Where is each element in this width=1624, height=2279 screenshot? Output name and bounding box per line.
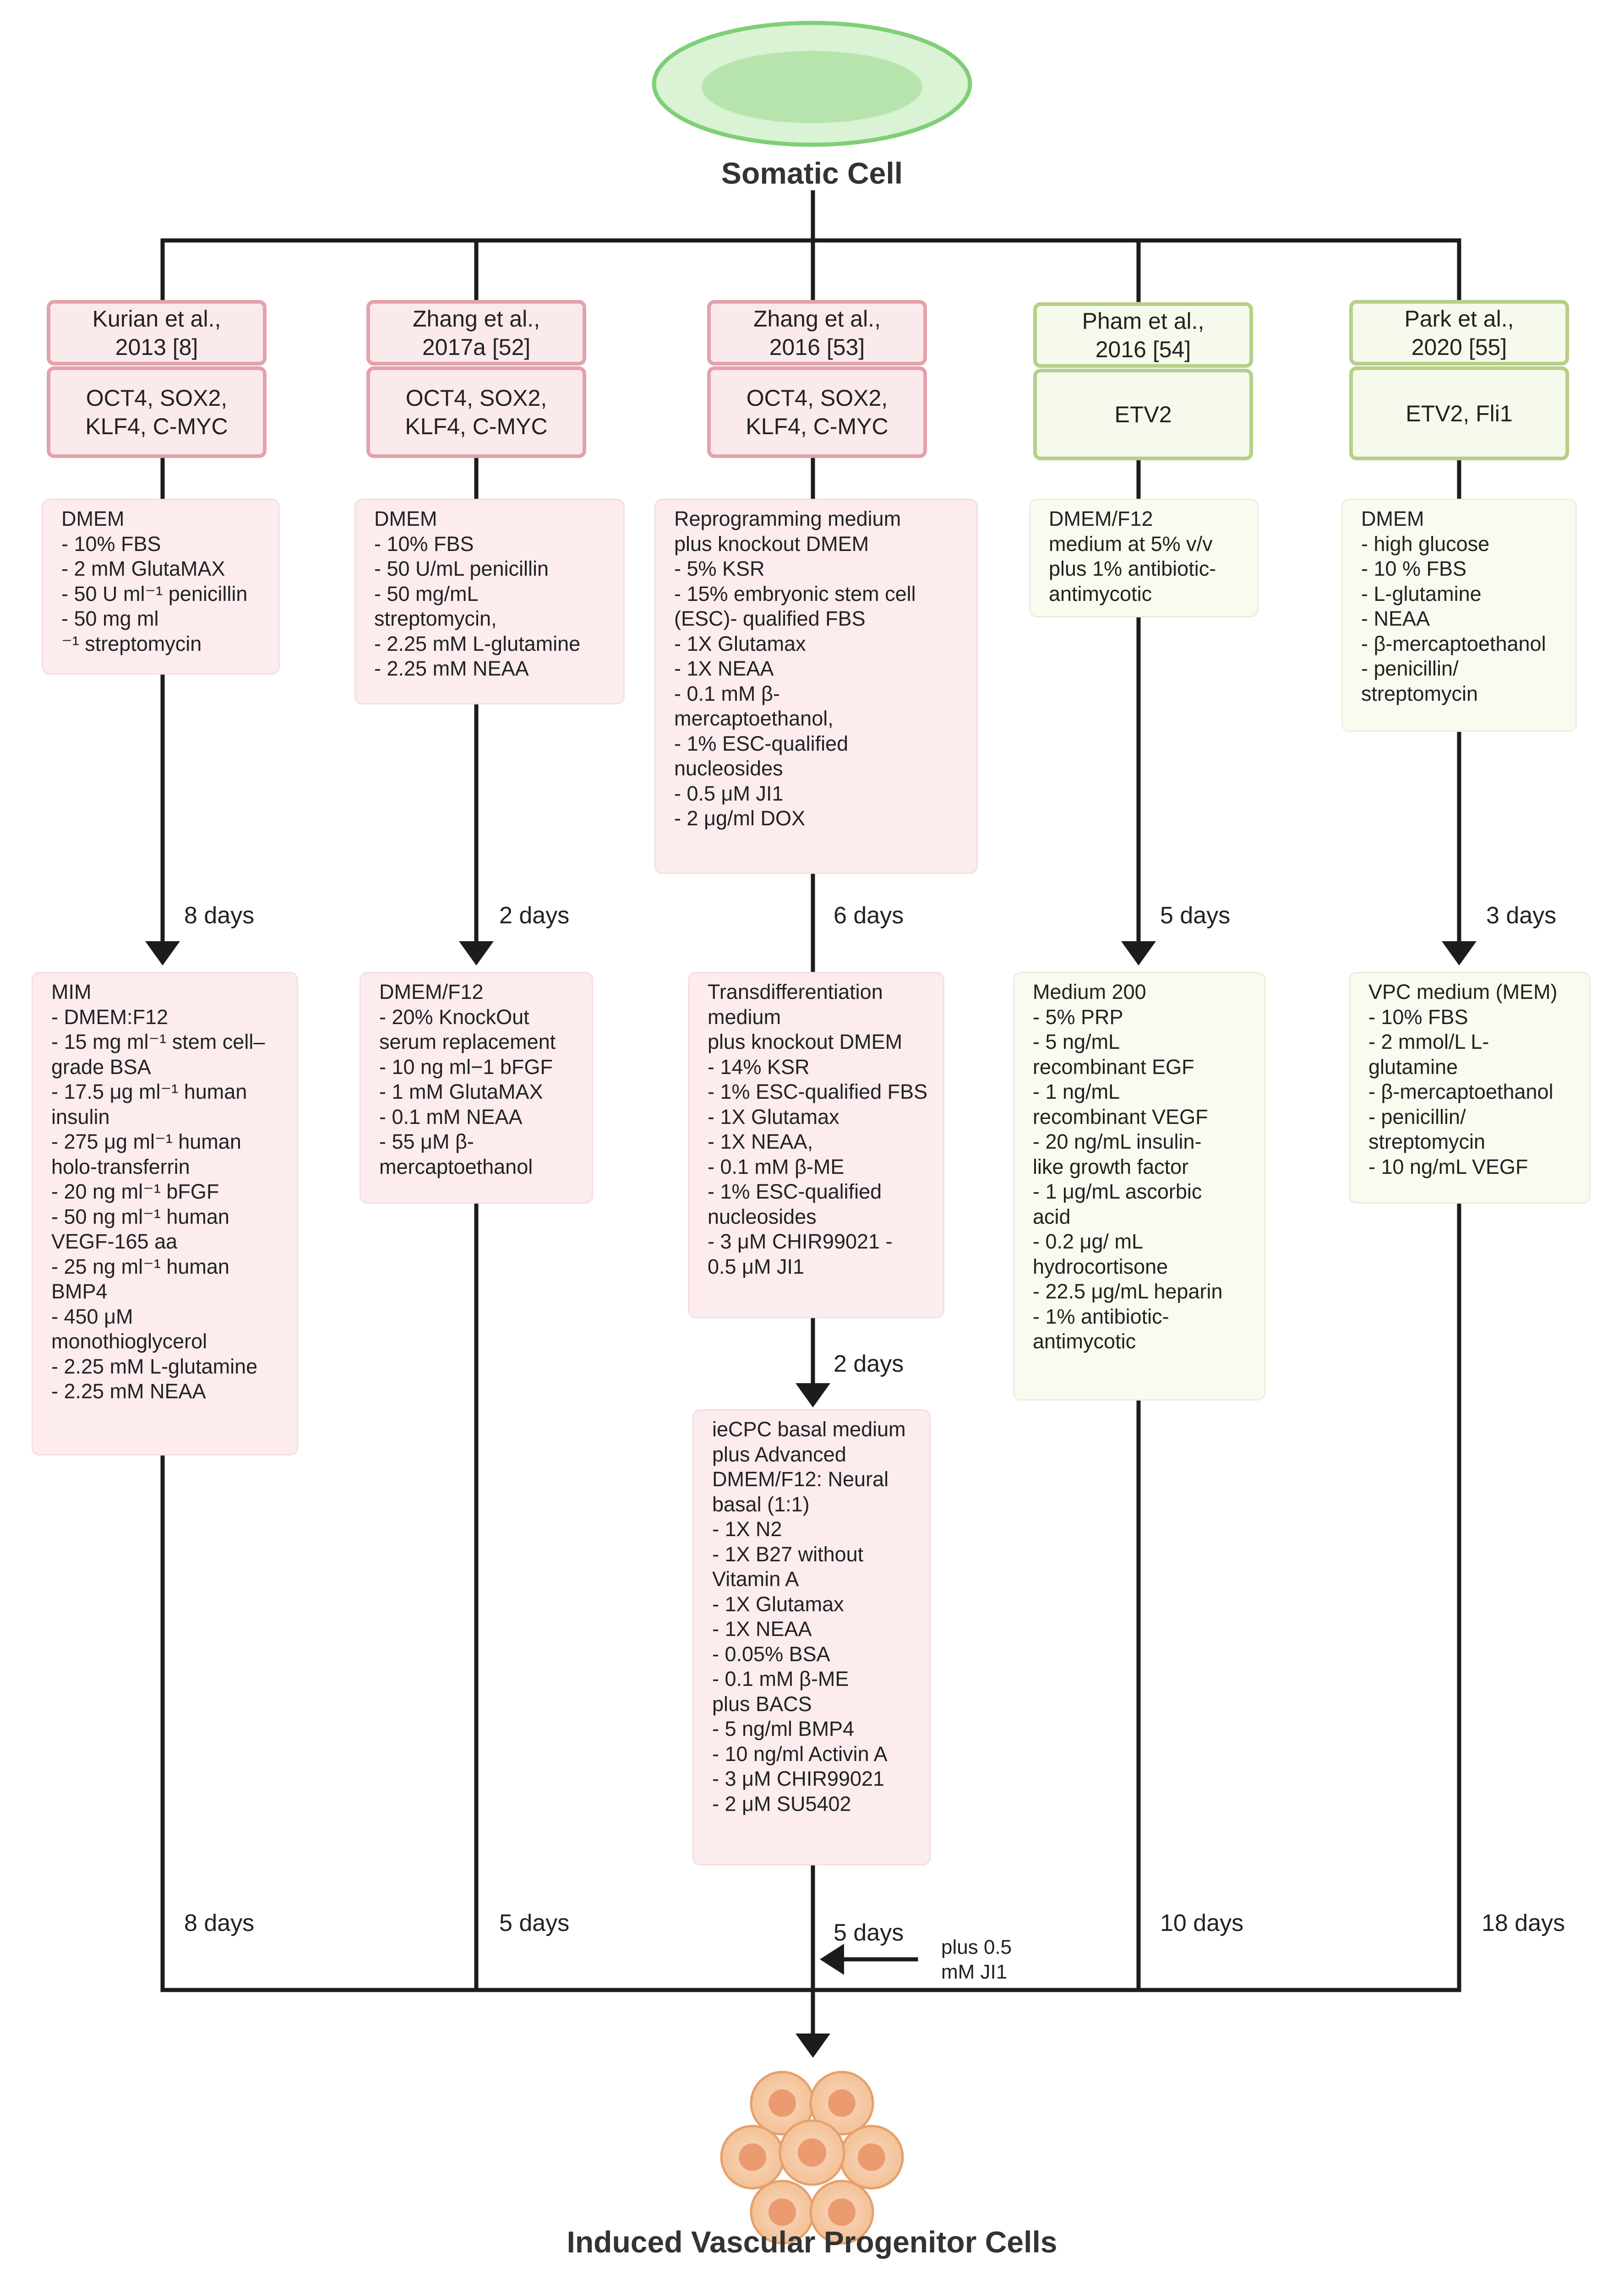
duration-zhang-2016-stage3: 5 days — [834, 1919, 904, 1946]
medium-zhang-2016-reprogramming: Reprogramming medium plus knockout DMEM … — [656, 500, 976, 872]
citation-park-2020: Park et al., 2020 [55] — [1349, 300, 1569, 365]
duration-kurian-stage1: 8 days — [184, 902, 255, 929]
duration-zhang-2017a-stage1: 2 days — [499, 902, 570, 929]
medium-park-stage1: DMEM - high glucose - 10 % FBS - L-gluta… — [1343, 500, 1575, 731]
duration-zhang-2017a-stage2: 5 days — [499, 1910, 570, 1936]
duration-park-stage2: 18 days — [1482, 1910, 1565, 1936]
citation-kurian-2013: Kurian et al., 2013 [8] — [47, 300, 267, 365]
medium-zhang-2017a-stage2: DMEM/F12 - 20% KnockOut serum replacemen… — [361, 973, 592, 1202]
duration-zhang-2016-stage2: 2 days — [834, 1351, 904, 1377]
progenitor-cell-cluster-icon — [720, 2071, 904, 2245]
citation-pham-2016: Pham et al., 2016 [54] — [1033, 302, 1253, 368]
duration-pham-stage2: 10 days — [1160, 1910, 1244, 1936]
medium-zhang-2016-transdifferentiation: Transdifferentiation medium plus knockou… — [689, 973, 943, 1317]
medium-kurian-stage2: MIM - DMEM:F12 - 15 mg ml⁻¹ stem cell– g… — [33, 973, 297, 1454]
duration-zhang-2016-stage1: 6 days — [834, 902, 904, 929]
medium-kurian-stage1: DMEM - 10% FBS - 2 mM GlutaMAX - 50 U ml… — [43, 500, 278, 673]
medium-pham-stage1: DMEM/F12 medium at 5% v/v plus 1% antibi… — [1030, 500, 1257, 616]
duration-kurian-stage2: 8 days — [184, 1910, 255, 1936]
side-note-ji1: plus 0.5 mM JI1 — [941, 1936, 1012, 1983]
somatic-cell-icon — [652, 21, 972, 147]
medium-zhang-2016-iecpc: ieCPC basal medium plus Advanced DMEM/F1… — [694, 1411, 929, 1864]
citation-zhang-2016: Zhang et al., 2016 [53] — [707, 300, 927, 365]
factors-zhang-2017a: OCT4, SOX2, KLF4, C-MYC — [366, 366, 586, 458]
factors-park-2020: ETV2, Fli1 — [1349, 366, 1569, 460]
somatic-cell-title: Somatic Cell — [721, 156, 903, 190]
duration-pham-stage1: 5 days — [1160, 902, 1231, 929]
medium-zhang-2017a-stage1: DMEM - 10% FBS - 50 U/mL penicillin - 50… — [356, 500, 623, 703]
factors-zhang-2016: OCT4, SOX2, KLF4, C-MYC — [707, 366, 927, 458]
citation-zhang-2017a: Zhang et al., 2017a [52] — [366, 300, 586, 365]
factors-kurian-2013: OCT4, SOX2, KLF4, C-MYC — [47, 366, 267, 458]
medium-pham-stage2: Medium 200 - 5% PRP - 5 ng/mL recombinan… — [1014, 973, 1264, 1399]
duration-park-stage1: 3 days — [1486, 902, 1557, 929]
factors-pham-2016: ETV2 — [1033, 369, 1253, 460]
medium-park-stage2: VPC medium (MEM) - 10% FBS - 2 mmol/L L-… — [1350, 973, 1589, 1202]
progenitor-cells-title: Induced Vascular Progenitor Cells — [567, 2225, 1057, 2259]
